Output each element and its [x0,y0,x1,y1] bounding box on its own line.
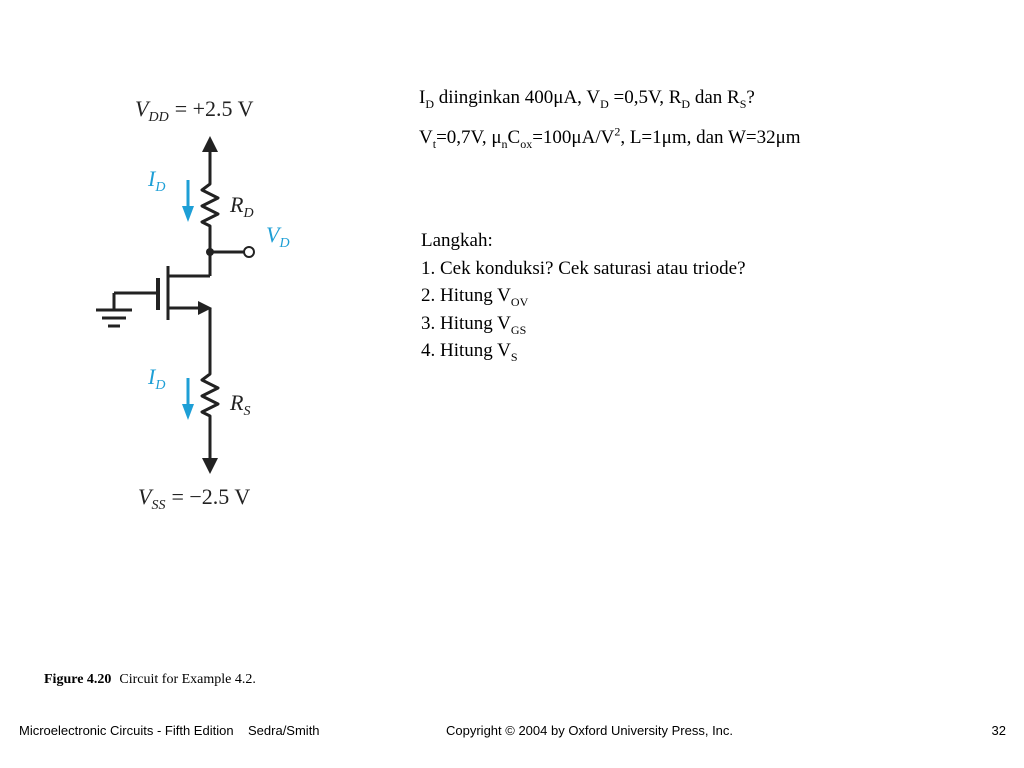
vss-arrow [202,458,218,474]
steps-list: Langkah: 1. Cek konduksi? Cek saturasi a… [421,227,746,365]
rd-resistor [200,182,220,228]
circuit-diagram: VDD= +2.5 V RD VD RS [96,96,290,513]
rs-label: RS [229,390,250,419]
vd-label: VD [266,222,290,251]
vdd-arrow [202,136,218,152]
figure-caption-text: Circuit for Example 4.2. [119,672,256,687]
step-3: 3. Hitung VGS [421,312,527,337]
steps-title: Langkah: [421,230,493,251]
figure-caption: Figure 4.20 Circuit for Example 4.2. [44,672,256,688]
footer-page-number: 32 [991,723,1006,738]
footer-copyright: Copyright © 2004 by Oxford University Pr… [446,723,734,738]
step-2: 2. Hitung VOV [421,285,529,309]
problem-line-1: ID diinginkan 400μA, VD =0,5V, RD dan RS… [419,87,755,111]
vd-terminal [243,246,255,258]
step-4: 4. Hitung VS [421,340,518,364]
source-arrow [198,301,212,315]
id-bottom-label: ID [147,364,165,393]
rd-label: RD [229,192,254,221]
vdd-label: VDD= +2.5 V [135,96,254,125]
problem-line-2: Vt=0,7V, μnCox=100μA/V2, L=1μm, dan W=32… [419,124,801,151]
figure-label: Figure 4.20 [44,672,112,687]
id-top-label: ID [147,166,165,195]
vss-label: VSS= −2.5 V [138,484,250,513]
footer-book-title: Microelectronic Circuits - Fifth Edition… [19,723,320,738]
rs-resistor [200,370,220,420]
id-top-arrow-head [182,206,194,222]
step-1: 1. Cek konduksi? Cek saturasi atau triod… [421,257,746,279]
id-bottom-arrow-head [182,404,194,420]
